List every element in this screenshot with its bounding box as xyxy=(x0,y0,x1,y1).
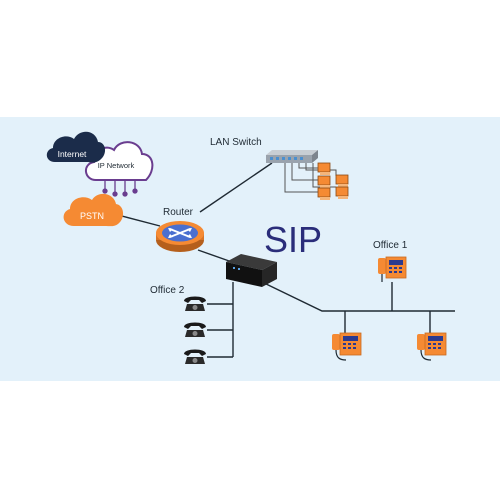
pstn-label: PSTN xyxy=(80,211,104,221)
pstn-cloud: PSTN xyxy=(63,193,124,227)
internet-label: Internet xyxy=(58,149,87,159)
ip-network-label: IP Network xyxy=(98,161,135,170)
pstn-to-router-line xyxy=(117,214,161,227)
telephone-icon xyxy=(184,349,206,364)
office2-telephones xyxy=(184,296,206,364)
office1-desk-phone-left xyxy=(332,332,362,361)
connection-lines xyxy=(117,162,455,358)
lan-switch-label: LAN Switch xyxy=(210,137,262,148)
desk-phone-icon xyxy=(332,332,362,361)
desk-phone-icon xyxy=(417,332,447,361)
desk-phone-icon xyxy=(378,256,407,282)
telephone-icon xyxy=(184,296,206,311)
internet-cloud: Internet xyxy=(46,131,106,163)
telephone-icon xyxy=(184,322,206,337)
ip-network-connector-icon xyxy=(102,180,138,197)
office1-desk-phone-right xyxy=(417,332,447,361)
router-icon xyxy=(156,221,204,252)
sip-label: SIP xyxy=(264,219,322,260)
office2-label: Office 2 xyxy=(150,285,185,296)
computer-icon xyxy=(317,162,349,200)
router-to-switch-line xyxy=(199,162,273,213)
office1-label: Office 1 xyxy=(373,240,408,251)
sip-gateway-icon xyxy=(226,254,277,287)
router-label: Router xyxy=(163,207,194,218)
router-to-gateway-line xyxy=(197,249,233,263)
office1-desk-phone-top xyxy=(378,256,407,282)
gateway-to-office1-line xyxy=(261,281,455,312)
network-switch-icon xyxy=(266,150,318,163)
